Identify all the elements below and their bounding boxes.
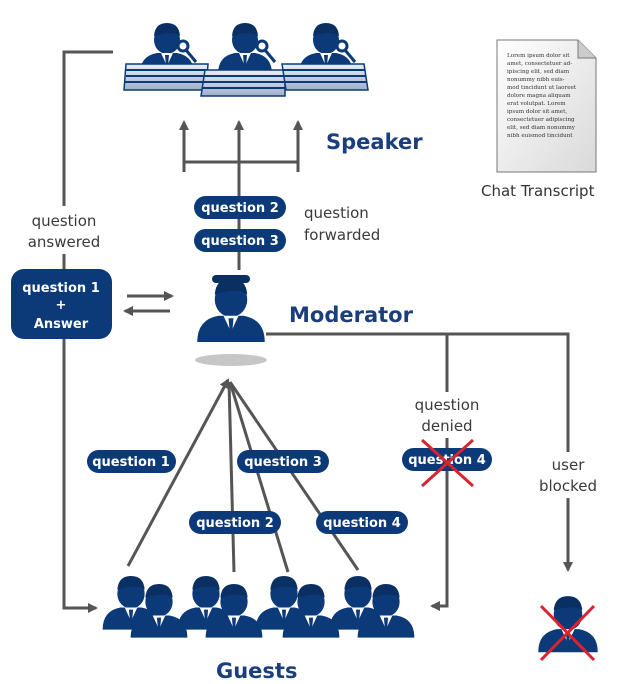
svg-text:consectetuer adipiscing: consectetuer adipiscing [507, 117, 575, 123]
svg-text:elit, sed diam nonummy: elit, sed diam nonummy [507, 125, 576, 131]
question-answered-label-line1: question [32, 212, 97, 230]
svg-text:ipiscing elit, sed diam: ipiscing elit, sed diam [507, 69, 570, 75]
blocked-user-figure [538, 596, 598, 653]
svg-text:+: + [56, 298, 67, 313]
moderator-label: Moderator [289, 303, 414, 327]
svg-text:nonummy nibh euis-: nonummy nibh euis- [507, 77, 565, 83]
question-forwarded-label-line2: forwarded [304, 226, 380, 244]
speaker-group [123, 23, 369, 97]
denied-cross-icon [420, 438, 475, 488]
svg-text:question 2: question 2 [196, 516, 274, 531]
microphone-icon [176, 39, 357, 63]
svg-text:Lorem ipsum dolor sit: Lorem ipsum dolor sit [507, 53, 570, 59]
svg-text:erat volutpat. Lorem: erat volutpat. Lorem [507, 101, 566, 107]
svg-text:question 1: question 1 [22, 281, 100, 296]
forwarded-question-2-pill: question 2 [194, 196, 286, 219]
guest-question-2-pill: question 2 [189, 511, 281, 534]
svg-text:question 1: question 1 [92, 455, 170, 470]
speaker-label: Speaker [326, 130, 423, 154]
svg-text:question 4: question 4 [408, 453, 486, 468]
blocked-cross-icon [539, 604, 596, 662]
moderator-figure [195, 275, 267, 366]
user-blocked-label-line1: user [552, 456, 586, 474]
question-forwarded-label-line1: question [304, 204, 369, 222]
svg-text:mod tincidunt ut laoreet: mod tincidunt ut laoreet [507, 85, 577, 91]
guest-question-1-pill: question 1 [87, 450, 176, 473]
chat-transcript-document: Lorem ipsum dolor sit amet, consectetuer… [496, 39, 597, 173]
denied-question-4-pill: question 4 [402, 448, 492, 471]
question-answered-label-line2: answered [28, 233, 101, 251]
speaker-podium [123, 63, 369, 97]
forwarded-question-3-pill: question 3 [194, 229, 286, 252]
svg-text:nibh euismod tincidunt: nibh euismod tincidunt [507, 133, 573, 139]
connectors [62, 50, 573, 613]
svg-text:question 3: question 3 [244, 455, 322, 470]
question-denied-label-line2: denied [421, 417, 472, 435]
question-denied-label-line1: question [415, 396, 480, 414]
svg-text:question 2: question 2 [201, 201, 279, 216]
svg-text:amet, consectetuer ad-: amet, consectetuer ad- [507, 61, 572, 67]
guests-label: Guests [216, 659, 297, 683]
svg-text:ipsum dolor sit amet,: ipsum dolor sit amet, [507, 109, 567, 115]
guests-crowd [102, 576, 415, 638]
chat-transcript-label: Chat Transcript [481, 182, 595, 200]
guest-question-3-pill: question 3 [237, 450, 329, 473]
document-text: Lorem ipsum dolor sit amet, consectetuer… [507, 53, 577, 139]
answer-box: question 1 + Answer [11, 269, 112, 339]
svg-text:question 3: question 3 [201, 234, 279, 249]
guest-question-4-pill: question 4 [316, 511, 408, 534]
svg-text:dolore magna aliquam: dolore magna aliquam [507, 93, 571, 99]
svg-text:Answer: Answer [34, 317, 89, 332]
svg-text:question 4: question 4 [323, 516, 401, 531]
user-blocked-label-line2: blocked [539, 477, 597, 495]
